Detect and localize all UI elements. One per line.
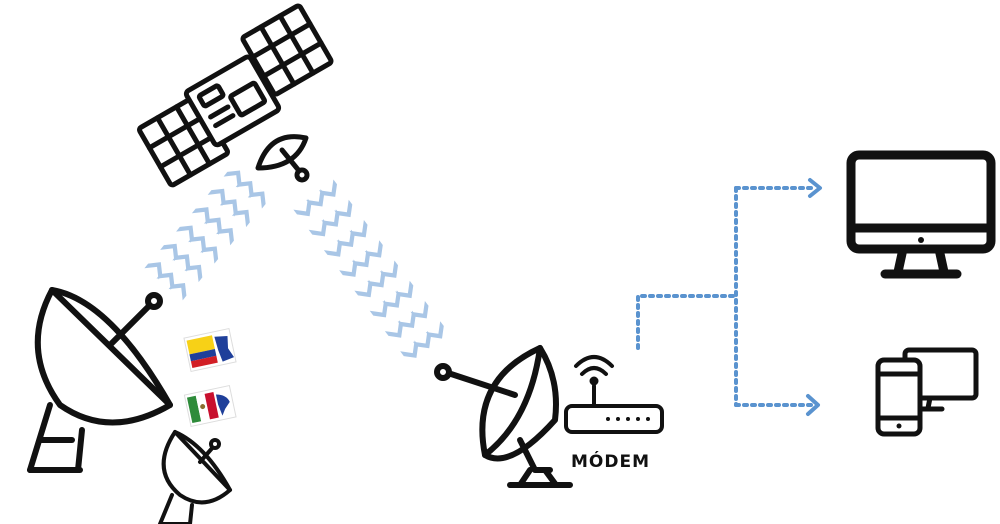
mexico-flag-icon — [183, 384, 237, 428]
desktop-monitor-icon — [846, 150, 996, 279]
small-dish-icon — [158, 430, 232, 524]
uplink-signal-beam — [144, 164, 272, 301]
home-dish-icon — [434, 345, 573, 488]
colombia-flag-icon — [183, 327, 237, 373]
arrow-to-devices-icon — [806, 394, 820, 416]
downlink-signal-beam — [293, 179, 450, 364]
arrow-to-desktop-icon — [808, 178, 822, 198]
wifi-router-icon — [564, 355, 664, 434]
large-dish-icon — [27, 287, 173, 473]
modem-label: MÓDEM — [571, 450, 650, 472]
connection-lines — [636, 186, 818, 407]
satellite-icon — [137, 3, 334, 188]
phone-and-monitor-icon — [875, 347, 979, 437]
